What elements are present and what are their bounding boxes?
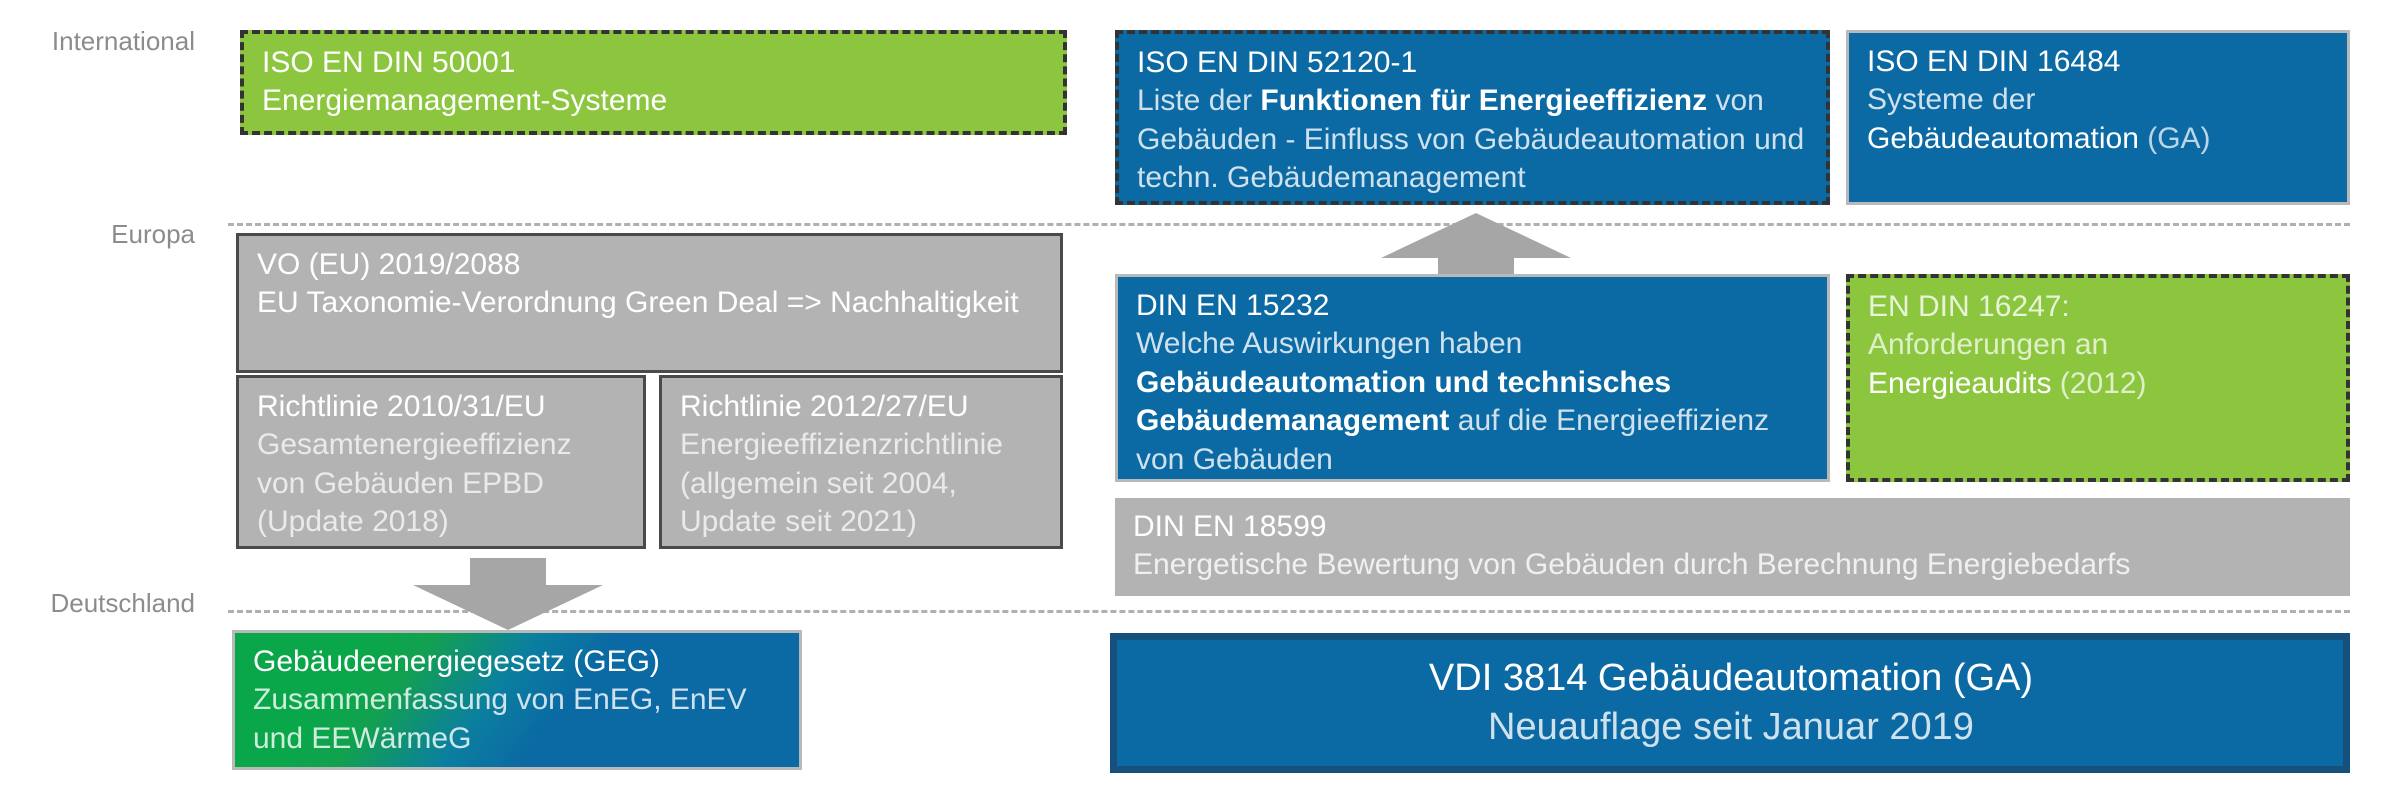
vdi-3814-line2: Neuauflage seit Januar 2019 [1488,705,1974,748]
arrow-down-icon [413,558,603,630]
richtlinie-2012-line1: Richtlinie 2012/27/EU [680,390,969,423]
din-15232-line2: Welche Auswirkungen haben [1136,327,1523,361]
box-iso-en-din-50001[interactable]: ISO EN DIN 50001 Energiemanagement-Syste… [240,30,1067,135]
box-gebaeudeenergiegesetz-geg[interactable]: Gebäudeenergiegesetz (GEG) Zusammenfassu… [232,630,802,770]
iso-52120-line2-a: Liste der [1137,84,1261,118]
iso-16484-line2: Systeme der [1867,83,2036,117]
din-15232-body: Gebäudeautomation und technisches Gebäud… [1136,364,1811,479]
box-en-din-16247[interactable]: EN DIN 16247: Anforderungen an Energieau… [1846,274,2350,482]
arrow-down-europa-to-deutschland [413,558,603,630]
richtlinie-2010-line2: Gesamtenergieeffizienz von Gebäuden EPBD… [257,428,572,539]
iso-52120-body: Liste der Funktionen für Energieeffizien… [1137,82,1810,197]
box-iso-en-din-52120-1[interactable]: ISO EN DIN 52120-1 Liste der Funktionen … [1115,30,1830,205]
richtlinie-2012-line2: Energieeffizienzrichtlinie (allgemein se… [680,428,1003,539]
en-16247-line3-b: (2012) [2051,366,2147,400]
din-15232-line3: Gebäudeautomation und technisches Gebäud… [1136,365,1672,438]
iso-50001-line2: Energiemanagement-Systeme [262,84,668,118]
en-16247-line3-a: Energieaudits [1868,366,2052,400]
richtlinie-2010-line1: Richtlinie 2010/31/EU [257,390,546,423]
iso-52120-line1: ISO EN DIN 52120-1 [1137,46,1418,79]
din-15232-line1: DIN EN 15232 [1136,289,1330,322]
vo-eu-line1: VO (EU) 2019/2088 [257,248,521,281]
geg-line1: Gebäudeenergiegesetz (GEG) [253,645,660,678]
box-richtlinie-2010-31-eu[interactable]: Richtlinie 2010/31/EU Gesamtenergieeffiz… [236,375,646,549]
row-label-europa: Europa [111,219,195,249]
en-16247-line2: Anforderungen an [1868,328,2109,362]
iso-16484-line1: ISO EN DIN 16484 [1867,45,2121,78]
din-15232-line4: auf die Energieeffizienz von Gebäuden [1136,404,1770,476]
iso-16484-line3-b: (GA) [2138,121,2211,155]
vo-eu-line2: EU Taxonomie-Verordnung Green Deal => Na… [257,286,1019,320]
din-18599-line1: DIN EN 18599 [1133,510,1327,543]
iso-16484-line3-a: Gebäudeautomation [1867,121,2139,155]
en-16247-line1: EN DIN 16247: [1868,290,2070,323]
row-label-deutschland: Deutschland [50,588,195,618]
box-din-en-15232[interactable]: DIN EN 15232 Welche Auswirkungen haben G… [1115,274,1830,482]
iso-16484-line3: Gebäudeautomation (GA) [1867,120,2331,158]
box-vo-eu-2019-2088[interactable]: VO (EU) 2019/2088 EU Taxonomie-Verordnun… [236,233,1063,373]
row-label-international: International [51,26,195,56]
din-18599-line2: Energetische Bewertung von Gebäuden durc… [1133,548,2131,582]
geg-line2: Zusammenfassung von EnEG, EnEV und EEWär… [253,683,747,755]
divider-international-europa [228,223,2350,226]
box-vdi-3814[interactable]: VDI 3814 Gebäudeautomation (GA) Neuaufla… [1110,633,2350,773]
iso-52120-line2-b: Funktionen für Energieeffizienz [1260,84,1708,118]
box-din-en-18599[interactable]: DIN EN 18599 Energetische Bewertung von … [1115,498,2350,596]
iso-52120-line2-c: von Gebäuden - Einfluss von Gebäudeautom… [1137,84,1805,195]
arrow-up-icon [1381,213,1571,285]
en-16247-line3: Energieaudits (2012) [1868,365,2330,403]
vdi-3814-line1: VDI 3814 Gebäudeautomation (GA) [1428,657,2034,699]
box-iso-en-din-16484[interactable]: ISO EN DIN 16484 Systeme der Gebäudeauto… [1846,30,2350,205]
iso-50001-line1: ISO EN DIN 50001 [262,46,516,79]
arrow-up-europa-to-international [1381,213,1571,285]
box-richtlinie-2012-27-eu[interactable]: Richtlinie 2012/27/EU Energieeffizienzri… [659,375,1063,549]
divider-europa-deutschland [228,610,2350,613]
